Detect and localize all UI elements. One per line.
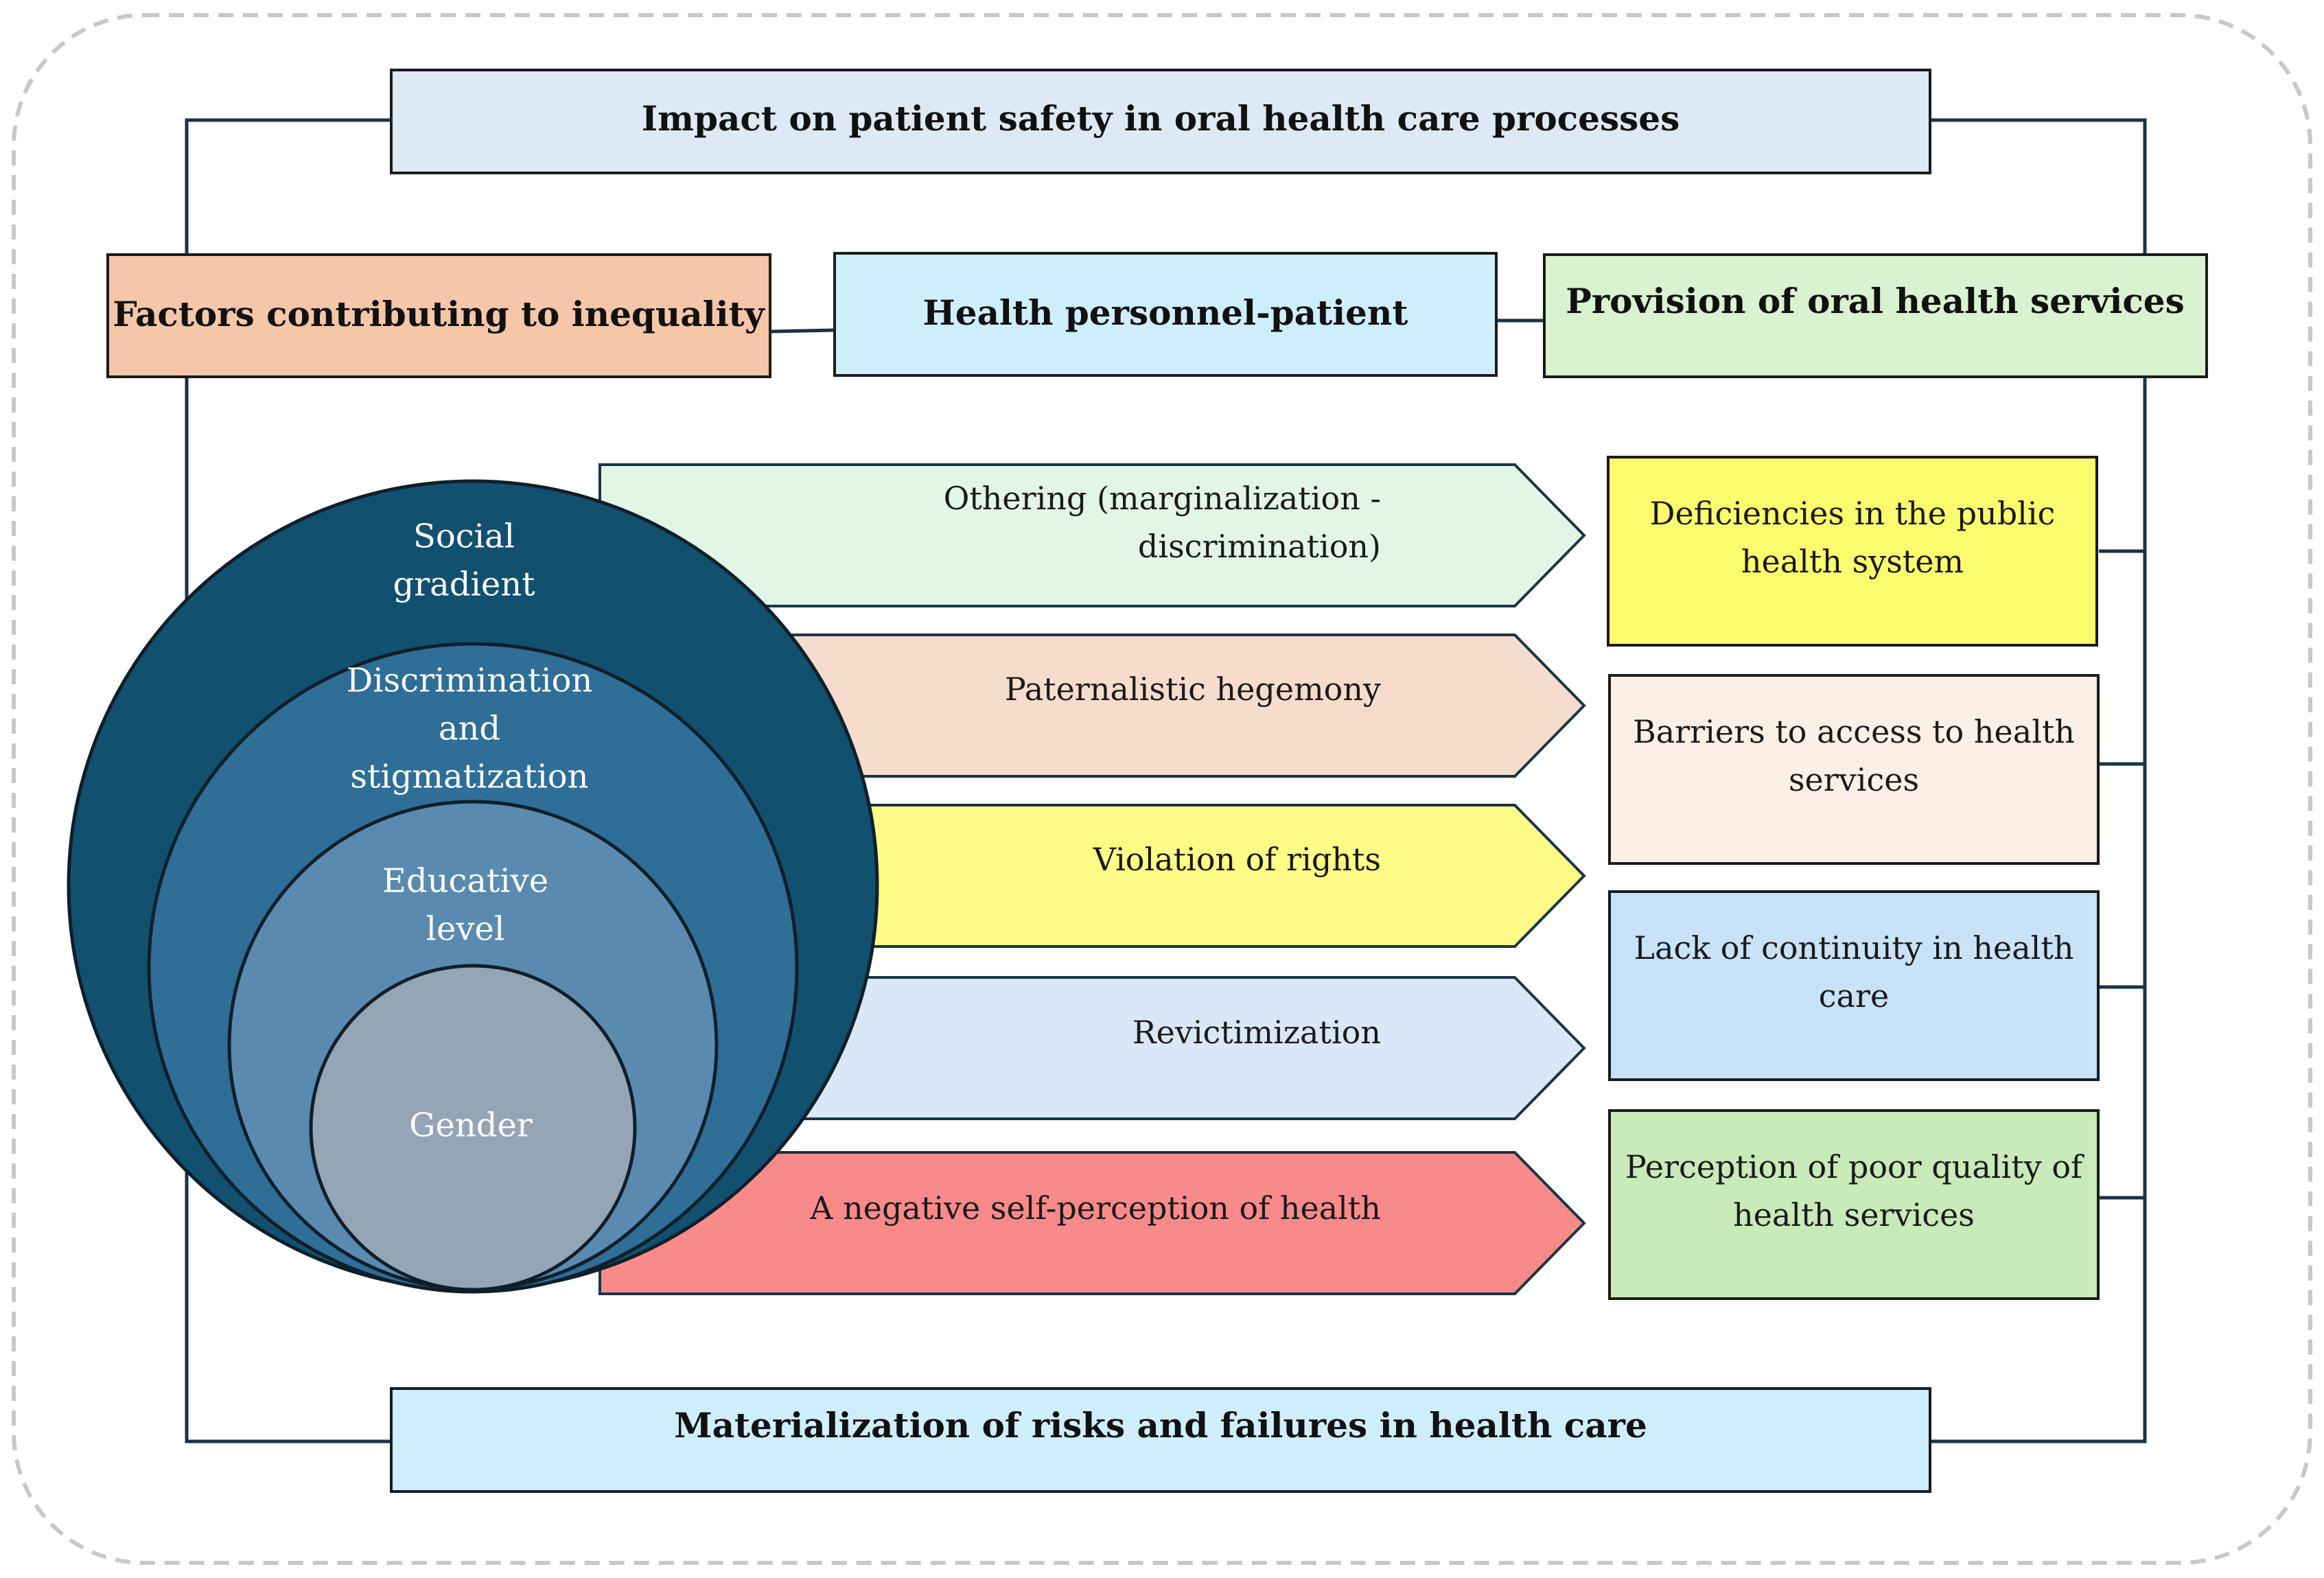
service-continuity: Lack of continuity in health care [1608,890,2100,1081]
bottom-banner: Materialization of risks and failures in… [390,1387,1931,1493]
top-banner-label: Impact on patient safety in oral health … [642,98,1680,139]
circle-discrimination-line2: and [439,710,500,748]
circle-gender [309,964,637,1292]
arrow-paternalistic-label: Paternalistic hegemony [1005,671,1381,708]
circle-discrimination-line3: stigmatization [350,758,588,796]
outer-dashed-frame [12,13,2312,1565]
circle-social-line1: Social [413,518,515,556]
arrow-revictimization-label: Revictimization [1132,1014,1381,1051]
service-barriers-line1: Barriers to access to health [1633,713,2075,750]
circle-educative-line2: level [426,910,505,949]
service-deficiencies-line2: health system [1741,543,1964,580]
service-deficiencies: Deficiencies in the public health system [1607,456,2098,647]
service-continuity-line2: care [1819,977,1889,1014]
circle-gender-label: Gender [409,1106,533,1145]
arrow-othering-line1: Othering (marginalization - [944,480,1381,517]
concentric-circles: Social gradient Discrimination and stigm… [67,479,879,1294]
header-provision-label: Provision of oral health services [1566,281,2185,321]
service-barriers: Barriers to access to health services [1608,674,2100,865]
header-factors: Factors contributing to inequality [106,253,771,378]
service-continuity-line1: Lack of continuity in health [1634,929,2074,966]
service-deficiencies-line1: Deficiencies in the public [1650,495,2056,532]
header-health-personnel-label: Health personnel-patient [923,292,1408,333]
arrow-self-perception: A negative self-perception of health [599,1151,1586,1295]
circle-social-line2: gradient [393,566,535,604]
service-barriers-line2: services [1789,761,1919,798]
header-health-personnel: Health personnel-patient [833,252,1498,377]
service-perception-line1: Perception of poor quality of [1625,1148,2084,1185]
service-perception-line2: health services [1733,1196,1975,1233]
header-factors-label: Factors contributing to inequality [113,294,765,334]
circle-discrimination-line1: Discrimination [347,662,593,700]
arrow-othering-line2: discrimination) [1138,528,1381,565]
arrow-othering: Othering (marginalization - discriminati… [599,463,1586,607]
circle-educative-line1: Educative [382,862,548,901]
top-banner: Impact on patient safety in oral health … [390,69,1931,174]
arrow-self-perception-label: A negative self-perception of health [809,1190,1381,1227]
header-provision: Provision of oral health services [1543,253,2208,378]
arrow-violation-label: Violation of rights [1093,841,1381,878]
bottom-banner-label: Materialization of risks and failures in… [674,1405,1647,1446]
service-perception: Perception of poor quality of health ser… [1608,1109,2100,1300]
